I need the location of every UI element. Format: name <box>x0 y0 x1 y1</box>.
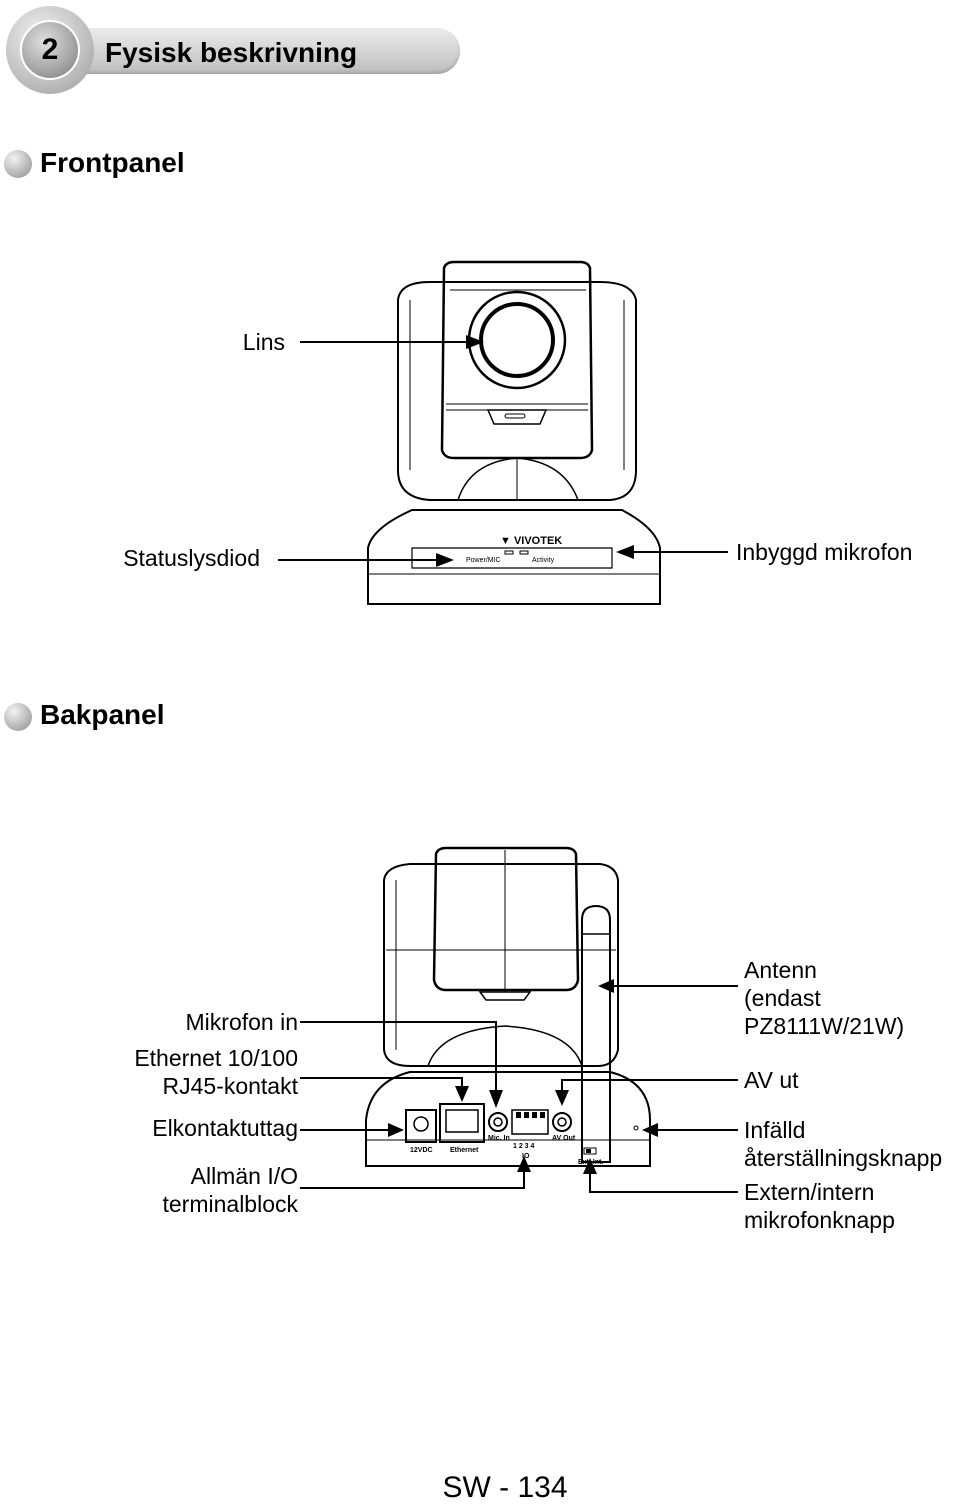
section-bullet-icon <box>4 150 32 178</box>
label-lens: Lins <box>242 329 285 355</box>
section-bullet-icon <box>4 703 32 731</box>
label-status-led: Statuslysdiod <box>123 545 260 571</box>
label-mic-switch-line1: Extern/intern <box>744 1179 875 1205</box>
label-antenna-line2: (endast <box>744 985 821 1011</box>
label-reset-line1: Infälld <box>744 1117 806 1143</box>
chapter-title: Fysisk beskrivning <box>105 37 358 68</box>
label-antenna-line1: Antenn <box>744 957 817 983</box>
label-io-line1: Allmän I/O <box>190 1163 298 1189</box>
device-power-label: Power/MIC <box>466 557 501 564</box>
port-label-av-out: AV Out <box>552 1135 576 1142</box>
label-reset-line2: återställningsknapp <box>744 1145 943 1171</box>
label-ethernet-line1: Ethernet 10/100 <box>134 1045 298 1071</box>
label-antenna-line3: PZ8111W/21W) <box>744 1013 905 1039</box>
label-io-line2: terminalblock <box>162 1191 299 1217</box>
page-number: SW - 134 <box>442 1471 568 1504</box>
port-label-ext-int: Ext. Int. <box>578 1159 603 1166</box>
label-av-out: AV ut <box>744 1067 799 1093</box>
port-label-ethernet: Ethernet <box>450 1147 479 1154</box>
port-label-mic-in: Mic. In <box>488 1135 510 1142</box>
back-panel-heading: Bakpanel <box>40 699 165 730</box>
label-mic-switch-line2: mikrofonknapp <box>744 1207 895 1233</box>
front-panel-heading: Frontpanel <box>40 147 185 178</box>
chapter-header-bar <box>40 28 460 74</box>
port-label-12vdc: 12VDC <box>410 1147 433 1154</box>
port-label-io-pins: 1 2 3 4 <box>513 1143 535 1150</box>
label-ethernet-line2: RJ45-kontakt <box>162 1073 298 1099</box>
label-power-jack: Elkontaktuttag <box>152 1115 298 1141</box>
label-builtin-mic: Inbyggd mikrofon <box>736 539 913 565</box>
device-brand-logo: ▼ VIVOTEK <box>500 535 562 547</box>
device-activity-label: Activity <box>532 557 555 564</box>
chapter-number: 2 <box>20 20 80 80</box>
label-mic-in: Mikrofon in <box>185 1009 298 1035</box>
port-label-io: IO <box>522 1153 530 1160</box>
